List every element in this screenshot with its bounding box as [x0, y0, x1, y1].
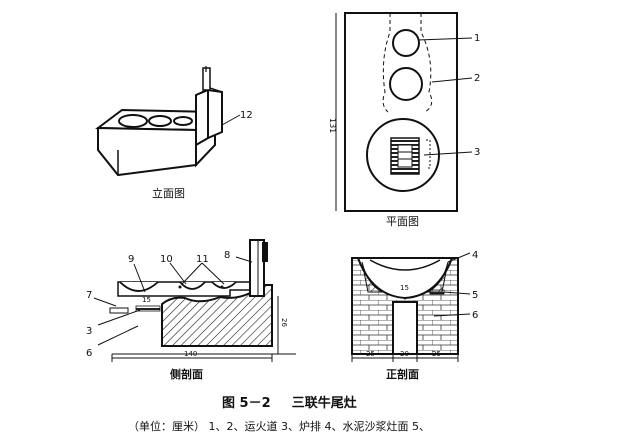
- side-grate: [135, 305, 161, 312]
- units-legend: （单位：厘米） 1、2、运火道 3、炉排 4、水泥沙浆灶面 5、: [128, 420, 430, 433]
- callout-3-plan: 3: [474, 147, 480, 158]
- pot-hole-3: [173, 116, 193, 126]
- side-dim-bottom: 140: [184, 350, 197, 358]
- side-section-title: 侧剖面: [170, 367, 203, 381]
- callout-10: 10: [160, 254, 173, 265]
- front-grate: [429, 289, 445, 295]
- side-chimney: [249, 239, 265, 297]
- plan-hole-2: [389, 67, 423, 101]
- front-ash-pit: [392, 301, 418, 355]
- flue-channel-dashed: [382, 13, 433, 113]
- front-bowl-inner: [369, 259, 441, 271]
- callout-1: 1: [474, 33, 480, 44]
- callout-4: 4: [472, 250, 478, 261]
- front-inner-dim: 15: [400, 284, 409, 292]
- elevation-title: 立面图: [152, 186, 185, 200]
- front-dim-left: 25: [366, 350, 375, 358]
- callout-12: 12: [240, 110, 253, 121]
- callout-9: 9: [128, 254, 134, 265]
- chimney-front: [195, 88, 209, 147]
- front-section-view: 15 25 20 25 4 5 6 正剖面: [351, 250, 478, 381]
- side-pot-3: [211, 281, 237, 289]
- side-dim-right: 26: [280, 318, 288, 327]
- side-pot-1: [119, 281, 159, 292]
- plan-view: 131 1 2 3 平面图: [328, 12, 480, 228]
- plan-title: 平面图: [386, 215, 419, 228]
- pot-hole-2: [148, 115, 172, 127]
- front-dim-mid: 20: [400, 350, 409, 358]
- stove-front-face: [97, 126, 197, 177]
- figure-number: 图 5－2: [222, 396, 271, 411]
- callout-2: 2: [474, 73, 480, 84]
- figure-caption: 图 5－2 三联牛尾灶: [222, 392, 357, 411]
- side-inner-dim: 15: [142, 296, 151, 304]
- side-section-view: 15 140 26 9 10 11 8 7 3 6 侧剖面: [86, 239, 296, 381]
- plan-dim-side: 131: [328, 118, 337, 133]
- plan-hole-1: [392, 29, 420, 57]
- side-top-slab: [117, 281, 251, 297]
- callout-6-side: 6: [86, 348, 92, 359]
- callout-6-front: 6: [472, 310, 478, 321]
- chimney-side: [207, 88, 223, 140]
- callout-11: 11: [196, 254, 209, 265]
- figure-title: 三联牛尾灶: [291, 396, 357, 411]
- callout-8: 8: [224, 250, 230, 261]
- pot-hole-1: [118, 114, 148, 128]
- side-pot-2: [179, 281, 206, 290]
- front-dim-right: 25: [432, 350, 441, 358]
- callout-7: 7: [86, 290, 92, 301]
- callout-5: 5: [472, 290, 478, 301]
- elevation-view: 12 立面图: [95, 66, 253, 200]
- callout-3-side: 3: [86, 326, 92, 337]
- front-section-title: 正剖面: [386, 367, 419, 381]
